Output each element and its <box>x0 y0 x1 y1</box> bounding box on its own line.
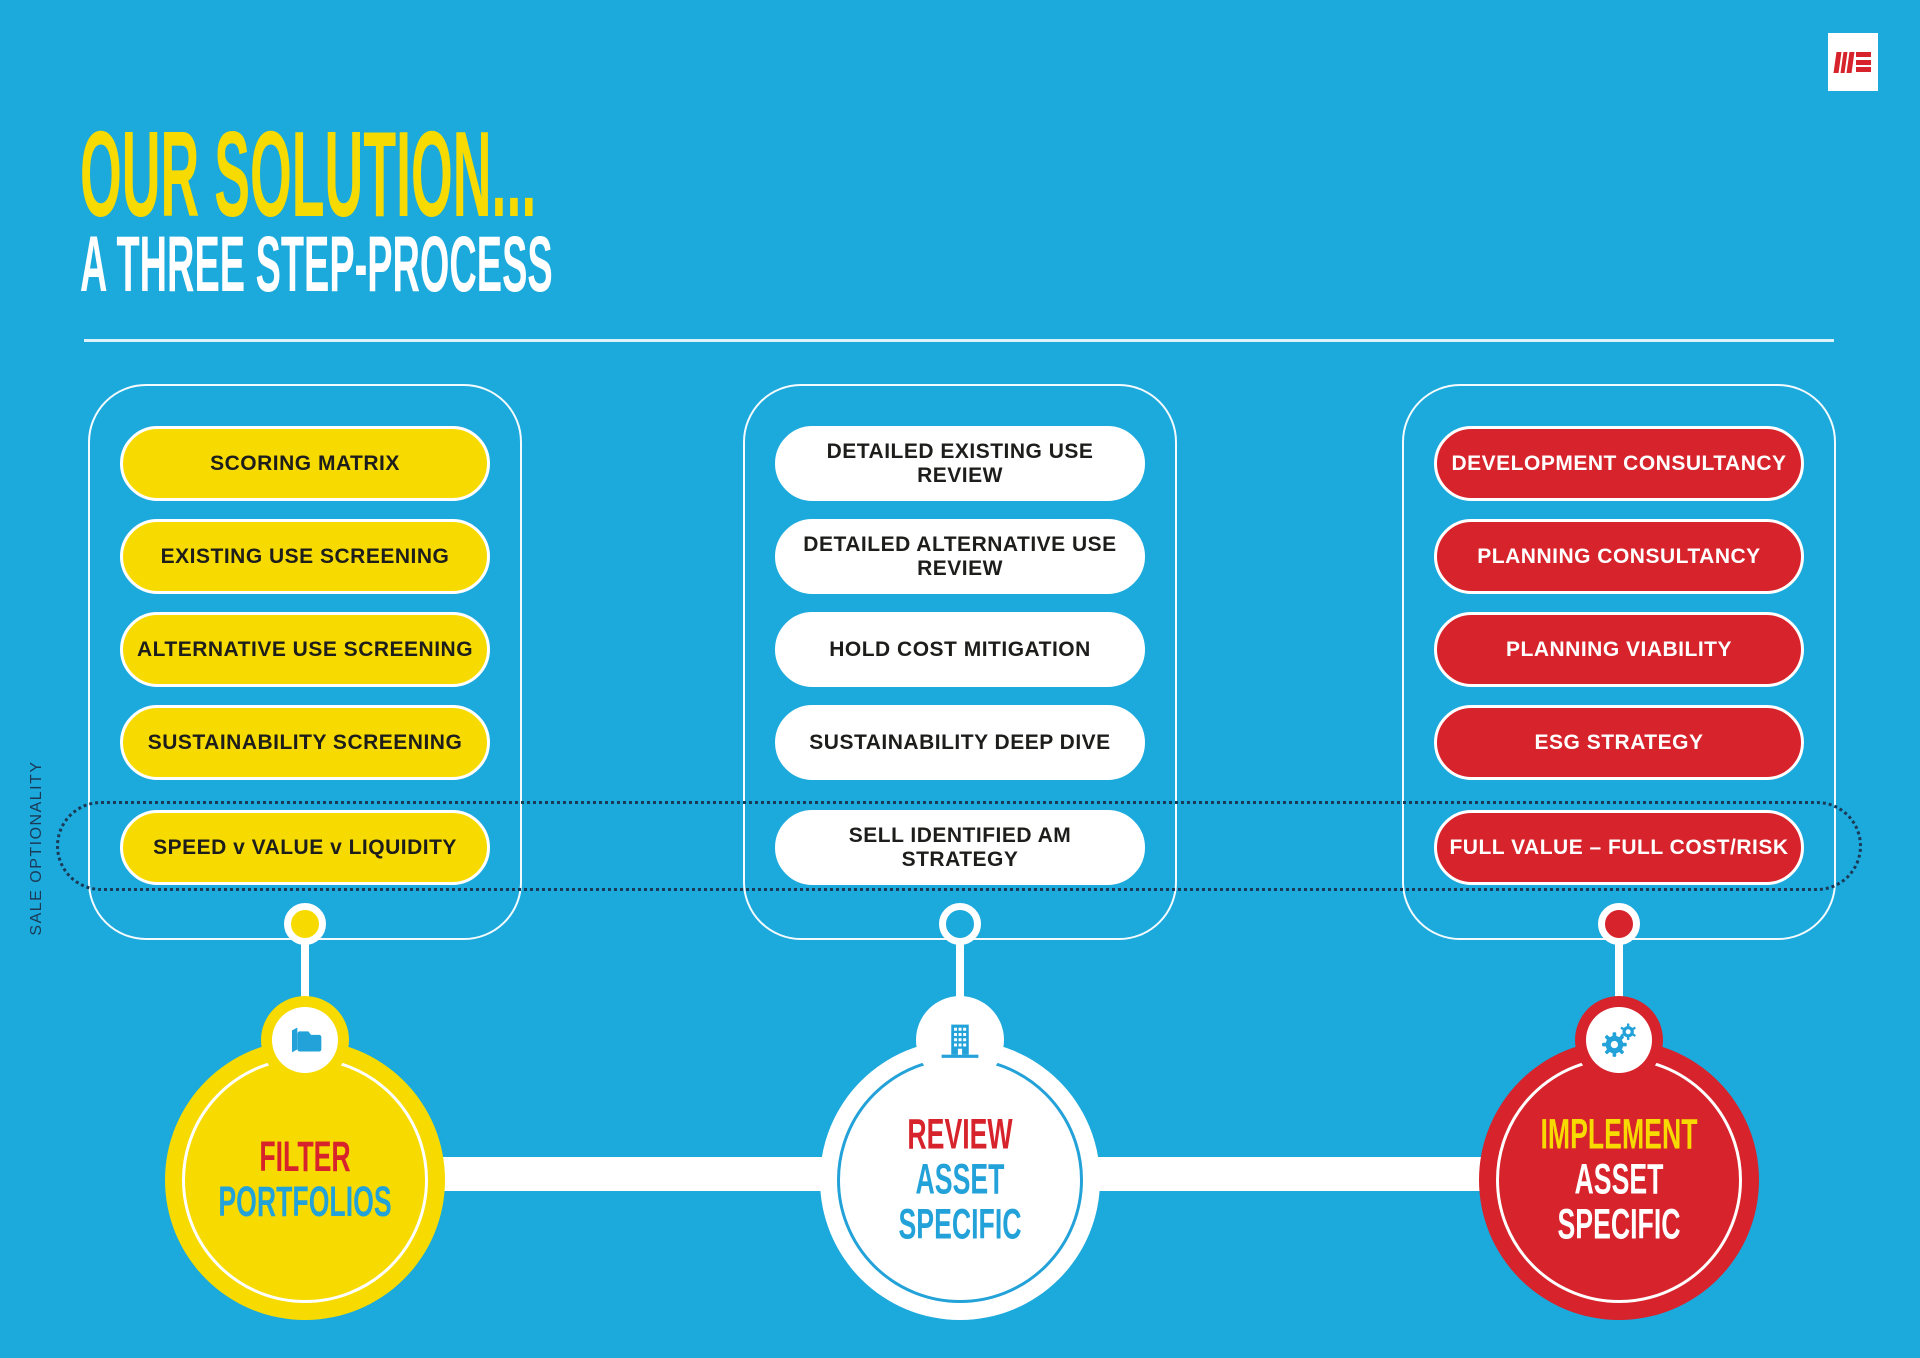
pill-label: SUSTAINABILITY SCREENING <box>147 730 463 754</box>
badge-inner <box>927 1007 993 1073</box>
pill-label: ESG STRATEGY <box>1534 730 1704 754</box>
circle-label-line: ASSET <box>1574 1155 1664 1204</box>
circle-label-line: ASSET <box>915 1155 1005 1204</box>
step-badge-implement <box>1575 996 1663 1084</box>
pill-label: PLANNING CONSULTANCY <box>1477 544 1761 568</box>
pill-detailed-alternative-use-review: DETAILED ALTERNATIVE USE REVIEW <box>775 519 1145 594</box>
pill-sell-identified-am-strategy: SELL IDENTIFIED AM STRATEGY <box>775 810 1145 885</box>
pill-label: SCORING MATRIX <box>210 451 400 475</box>
connector-dot-1 <box>284 903 326 945</box>
pill-label: DEVELOPMENT CONSULTANCY <box>1451 451 1787 475</box>
building-icon <box>941 1024 979 1058</box>
circle-label-line: SPECIFIC <box>898 1200 1022 1249</box>
pill-label: SPEED v VALUE v LIQUIDITY <box>153 835 457 859</box>
circle-text: REVIEW ASSET SPECIFIC <box>820 1110 1100 1249</box>
connector-stem-3 <box>1615 940 1623 1002</box>
pill-label: PLANNING VIABILITY <box>1505 637 1732 661</box>
pill-speed-value-liquidity: SPEED v VALUE v LIQUIDITY <box>120 810 490 885</box>
sale-optionality-label: SALE OPTIONALITY <box>28 760 45 936</box>
badge-inner <box>272 1007 338 1073</box>
pill-label: SUSTAINABILITY DEEP DIVE <box>809 730 1111 754</box>
pill-planning-consultancy: PLANNING CONSULTANCY <box>1434 519 1804 594</box>
page-title: OUR SOLUTION... <box>80 106 537 242</box>
circle-text: FILTER PORTFOLIOS <box>165 1135 445 1225</box>
pill-hold-cost-mitigation: HOLD COST MITIGATION <box>775 612 1145 687</box>
connector-stem-2 <box>956 940 964 1002</box>
we-monogram-icon <box>1833 51 1871 73</box>
step-card-filter: SCORING MATRIX EXISTING USE SCREENING AL… <box>88 384 522 940</box>
circle-label-line: REVIEW <box>907 1110 1013 1159</box>
pill-label: HOLD COST MITIGATION <box>829 637 1091 661</box>
pill-scoring-matrix: SCORING MATRIX <box>120 426 490 501</box>
step-circle-review-asset-specific: REVIEW ASSET SPECIFIC <box>820 1040 1100 1320</box>
step-card-implement: DEVELOPMENT CONSULTANCY PLANNING CONSULT… <box>1402 384 1836 940</box>
pill-detailed-existing-use-review: DETAILED EXISTING USE REVIEW <box>775 426 1145 501</box>
step-badge-filter <box>261 996 349 1084</box>
pill-label: ALTERNATIVE USE SCREENING <box>136 637 474 661</box>
pill-full-value-full-cost-risk: FULL VALUE – FULL COST/RISK <box>1434 810 1804 885</box>
connector-dot-3 <box>1598 903 1640 945</box>
logo-w-bars <box>1833 51 1855 73</box>
circle-label-line: SPECIFIC <box>1557 1200 1681 1249</box>
step-card-review: DETAILED EXISTING USE REVIEW DETAILED AL… <box>743 384 1177 940</box>
gears-icon <box>1602 1023 1636 1057</box>
pill-esg-strategy: ESG STRATEGY <box>1434 705 1804 780</box>
pill-label: FULL VALUE – FULL COST/RISK <box>1449 835 1789 859</box>
page-subtitle: A THREE STEP-PROCESS <box>80 219 553 308</box>
step-badge-review <box>916 996 1004 1084</box>
folder-icon <box>292 1027 322 1053</box>
connector-dot-2 <box>939 903 981 945</box>
pill-label: SELL IDENTIFIED AM STRATEGY <box>848 823 1072 871</box>
pill-label: DETAILED EXISTING USE REVIEW <box>826 439 1094 487</box>
pill-sustainability-deep-dive: SUSTAINABILITY DEEP DIVE <box>775 705 1145 780</box>
circle-label-line: IMPLEMENT <box>1540 1110 1698 1159</box>
circle-text: IMPLEMENT ASSET SPECIFIC <box>1479 1110 1759 1249</box>
pill-label: DETAILED ALTERNATIVE USE REVIEW <box>803 532 1117 580</box>
header-divider <box>84 339 1834 342</box>
pill-planning-viability: PLANNING VIABILITY <box>1434 612 1804 687</box>
connector-stem-1 <box>301 940 309 1002</box>
circle-label-line: PORTFOLIOS <box>218 1178 392 1226</box>
we-logo <box>1828 33 1878 91</box>
pill-alternative-use-screening: ALTERNATIVE USE SCREENING <box>120 612 490 687</box>
pill-existing-use-screening: EXISTING USE SCREENING <box>120 519 490 594</box>
step-circle-implement-asset-specific: IMPLEMENT ASSET SPECIFIC <box>1479 1040 1759 1320</box>
pill-development-consultancy: DEVELOPMENT CONSULTANCY <box>1434 426 1804 501</box>
logo-e-bars <box>1855 52 1871 72</box>
badge-inner <box>1586 1007 1652 1073</box>
sale-optionality-band <box>56 801 1862 891</box>
pill-sustainability-screening: SUSTAINABILITY SCREENING <box>120 705 490 780</box>
circle-label-line: FILTER <box>259 1133 351 1181</box>
pill-label: EXISTING USE SCREENING <box>160 544 450 568</box>
